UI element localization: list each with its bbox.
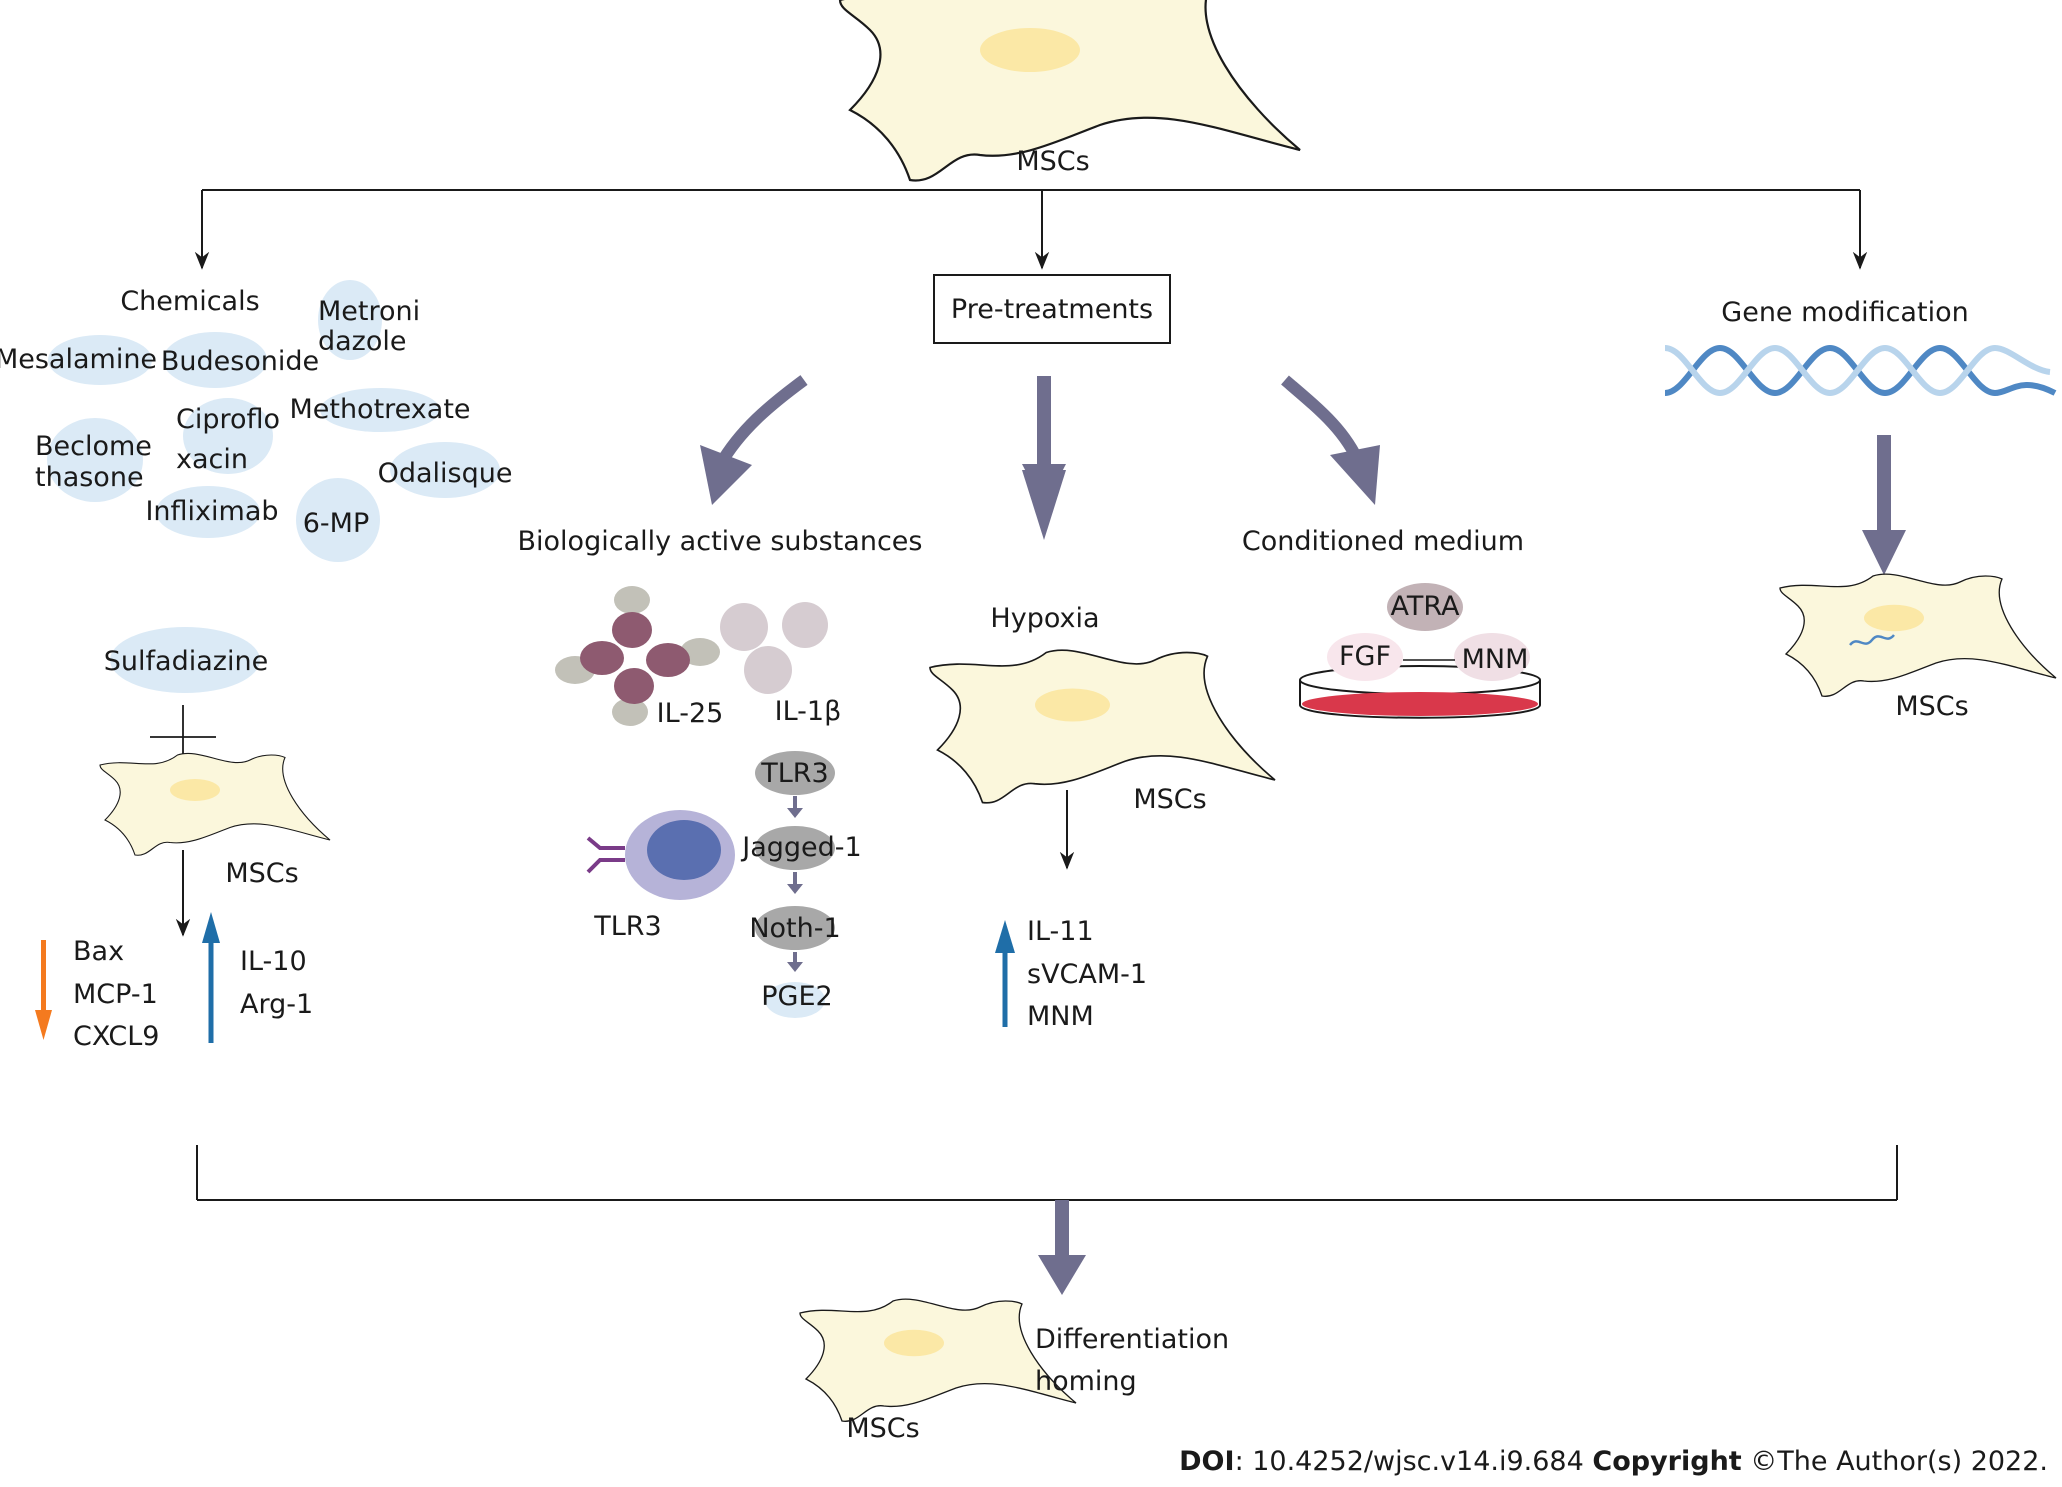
footer-copyright-value: ©The Author(s) 2022.	[1742, 1446, 2048, 1477]
gene-msc-label: MSCs	[1895, 691, 1968, 722]
footer-doi-label: DOI	[1179, 1446, 1234, 1477]
gene-modification-title: Gene modification	[1721, 297, 1968, 328]
gene-msc-cell	[1779, 573, 2057, 697]
up-item-arg1: Arg-1	[240, 989, 313, 1020]
hypoxia-up-list: IL-11 sVCAM-1 MNM	[1027, 916, 1147, 1032]
chemicals-title: Chemicals	[120, 286, 259, 317]
pathway-arrows	[787, 796, 803, 972]
il25-label: IL-25	[657, 698, 724, 729]
hypoxia-up-mnm: MNM	[1027, 1001, 1094, 1032]
outcome-differentiation: Differentiation	[1035, 1324, 1229, 1355]
chemicals-down-list: Bax MCP-1 CXCL9	[73, 936, 159, 1052]
metronidazole-label-2: dazole	[318, 326, 407, 357]
hypoxia-msc-label: MSCs	[1133, 784, 1206, 815]
down-item-bax: Bax	[73, 936, 124, 967]
bottom-msc-cell	[799, 1298, 1077, 1422]
mnm-label: MNM	[1462, 644, 1529, 675]
fgf-label: FGF	[1339, 641, 1391, 672]
conditioned-chips	[1327, 583, 1530, 681]
il25-molecule	[555, 586, 720, 726]
ciprofloxacin-label-2: xacin	[176, 444, 248, 475]
top-branch-connector	[194, 189, 1868, 270]
hypoxia-up-il11: IL-11	[1027, 916, 1094, 947]
tlr3-receptor-label: TLR3	[593, 911, 661, 942]
mesalamine-label: Mesalamine	[0, 344, 157, 375]
pathway-chips	[755, 751, 835, 1018]
chemical-chips	[47, 280, 500, 693]
conditioned-title: Conditioned medium	[1242, 526, 1524, 557]
pathway-jagged1: Jagged-1	[740, 832, 861, 863]
arrow-to-bio	[700, 375, 808, 505]
bottom-thick-arrow	[1038, 1200, 1086, 1295]
beclomethasone-label-1: Beclome	[35, 431, 152, 462]
odalisque-label: Odalisque	[378, 458, 513, 489]
bio-title: Biologically active substances	[518, 526, 923, 557]
pathway-tlr3: TLR3	[760, 758, 828, 789]
pathway-pge2: PGE2	[761, 981, 832, 1012]
il1b-label: IL-1β	[775, 696, 842, 727]
outcome-homing: homing	[1035, 1366, 1137, 1397]
bottom-msc-label: MSCs	[846, 1413, 919, 1444]
footer-doi-value: : 10.4252/wjsc.v14.i9.684	[1235, 1446, 1593, 1477]
pathway-noth1: Noth-1	[749, 913, 840, 944]
beclomethasone-label-2: thasone	[35, 462, 144, 493]
top-msc-label: MSCs	[1016, 146, 1089, 177]
footer-citation: DOI: 10.4252/wjsc.v14.i9.684 Copyright ©…	[1179, 1446, 2048, 1477]
chemicals-down-arrow	[35, 940, 52, 1040]
infliximab-label: Infliximab	[145, 496, 278, 527]
atra-label: ATRA	[1390, 591, 1460, 622]
footer-copyright-label: Copyright	[1592, 1446, 1741, 1477]
methotrexate-label: Methotrexate	[289, 394, 470, 425]
il1b-molecule	[720, 602, 828, 694]
hypoxia-title: Hypoxia	[990, 603, 1099, 634]
pretreatments-box	[933, 274, 1171, 344]
pretreatments-label: Pre-treatments	[951, 294, 1153, 325]
down-item-mcp1: MCP-1	[73, 979, 158, 1010]
metronidazole-label-1: Metroni	[318, 296, 420, 327]
hypoxia-msc-cell	[929, 649, 1276, 804]
arrow-to-gene-cell	[1862, 435, 1906, 575]
down-item-cxcl9: CXCL9	[73, 1021, 159, 1052]
budesonide-label: Budesonide	[161, 346, 319, 377]
arrow-to-hypoxia	[1022, 376, 1066, 540]
chemicals-msc-cell	[99, 752, 331, 856]
tlr3-cell	[586, 810, 735, 900]
hypoxia-up-arrow	[995, 920, 1015, 1027]
dna-helix-icon	[1664, 344, 2057, 397]
sulfadiazine-label: Sulfadiazine	[104, 646, 268, 677]
chemicals-msc-label: MSCs	[225, 858, 298, 889]
bottom-bracket	[196, 1145, 1898, 1201]
six-mp-label: 6-MP	[303, 508, 370, 539]
hypoxia-up-svcam1: sVCAM-1	[1027, 959, 1147, 990]
ciprofloxacin-label-1: Ciproflo	[176, 404, 280, 435]
arrow-to-conditioned	[1281, 375, 1380, 505]
chemicals-up-arrow	[202, 912, 220, 1043]
up-item-il10: IL-10	[240, 946, 307, 977]
chemicals-up-list: IL-10 Arg-1	[240, 946, 313, 1020]
